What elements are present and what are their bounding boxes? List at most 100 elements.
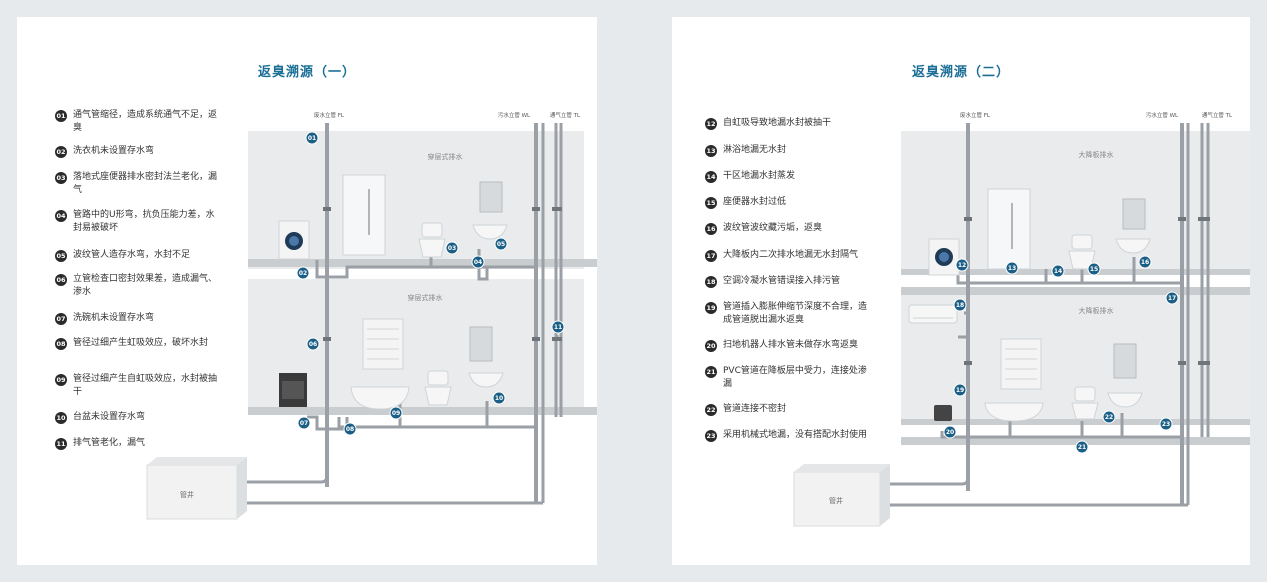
marker-label: 19 xyxy=(956,387,964,394)
marker: 05 xyxy=(494,237,508,251)
legend-badge: 15 xyxy=(705,197,717,209)
legend-item: 11 排气管老化，漏气 xyxy=(55,437,223,450)
legend-item: 01 通气管缩径，造成系统通气不足，返臭 xyxy=(55,109,223,135)
pipe-label-wl: 污水立管 WL xyxy=(1146,111,1179,119)
toilet-lower xyxy=(424,370,452,406)
mirror-upper xyxy=(1122,198,1146,230)
legend-badge: 20 xyxy=(705,340,717,352)
legend-text: 排气管老化，漏气 xyxy=(73,438,146,448)
pipe-label-wl: 污水立管 WL xyxy=(498,111,531,119)
marker-label: 22 xyxy=(1105,414,1113,421)
marker-label: 17 xyxy=(1168,295,1176,302)
marker: 14 xyxy=(1051,264,1065,278)
legend-text: 落地式座便器排水密封法兰老化，漏气 xyxy=(73,172,218,195)
floor-slab-upper xyxy=(248,259,597,267)
marker: 08 xyxy=(343,422,357,436)
legend-text: 座便器水封过低 xyxy=(723,197,787,207)
robot-vacuum-dock xyxy=(934,405,952,421)
sunken-slab-lower-bottom xyxy=(901,437,1250,445)
drain-lines xyxy=(207,249,559,505)
sunken-slab-lower-top xyxy=(901,419,1250,425)
legend-text: 洗衣机未设置存水弯 xyxy=(73,146,155,156)
marker: 03 xyxy=(445,241,459,255)
marker-label: 09 xyxy=(392,410,400,417)
marker-label: 20 xyxy=(946,429,954,436)
marker-label: 14 xyxy=(1054,268,1062,275)
marker-label: 18 xyxy=(956,302,964,309)
legend-text: 自虹吸导致地漏水封被抽干 xyxy=(723,118,832,128)
zone-label-lower: 大降板排水 xyxy=(1079,306,1114,315)
marker: 04 xyxy=(471,255,485,269)
legend-text: 管径过细产生虹吸效应，破坏水封 xyxy=(73,338,209,348)
dishwasher xyxy=(279,373,307,407)
legend-badge: 18 xyxy=(705,276,717,288)
mirror-lower xyxy=(469,326,493,362)
legend-badge: 19 xyxy=(705,302,717,314)
zone-label-lower: 穿层式排水 xyxy=(408,293,443,302)
floor-slab-lower xyxy=(248,407,597,415)
legend-badge: 06 xyxy=(55,274,67,286)
sunken-slab-upper-bottom xyxy=(901,287,1250,295)
legend-text: 淋浴地漏无水封 xyxy=(723,145,787,155)
legend-badge: 17 xyxy=(705,250,717,262)
pipe-fittings xyxy=(964,217,1210,365)
air-conditioner xyxy=(908,304,958,324)
legend-text: PVC管道在降板层中受力，连接处渗漏 xyxy=(723,366,867,389)
marker-label: 07 xyxy=(300,420,308,427)
pipe-well-label: 管井 xyxy=(180,490,194,499)
toilet-lower xyxy=(1071,386,1099,420)
mirror-lower xyxy=(1113,343,1137,379)
toilet-upper xyxy=(418,222,446,258)
risers xyxy=(325,123,563,503)
panel-1-title: 返臭溯源（一） xyxy=(257,65,356,80)
legend-badge: 05 xyxy=(55,250,67,262)
pipe-well: 管井 xyxy=(793,464,890,527)
marker: 20 xyxy=(943,425,957,439)
legend-badge: 11 xyxy=(55,438,67,450)
washbasin-upper xyxy=(1115,238,1151,254)
washbasin-upper xyxy=(472,224,508,240)
marker: 16 xyxy=(1138,255,1152,269)
marker-label: 04 xyxy=(474,259,482,266)
marker: 22 xyxy=(1102,410,1116,424)
legend-text: 管道插入膨胀伸缩节深度不合理，造成管道脱出漏水返臭 xyxy=(723,302,868,325)
washbasin-lower xyxy=(1107,392,1143,408)
marker: 09 xyxy=(389,406,403,420)
legend-badge: 04 xyxy=(55,210,67,222)
marker-label: 01 xyxy=(308,135,316,142)
marker: 07 xyxy=(297,416,311,430)
marker: 12 xyxy=(955,258,969,272)
marker: 21 xyxy=(1075,440,1089,454)
marker: 23 xyxy=(1159,417,1173,431)
legend-badge: 01 xyxy=(55,110,67,122)
marker-label: 11 xyxy=(554,324,562,331)
legend-text: 通气管缩径，造成系统通气不足，返臭 xyxy=(73,110,218,133)
zone-label-upper: 穿层式排水 xyxy=(428,152,463,161)
zone-label-upper: 大降板排水 xyxy=(1079,150,1114,159)
marker-label: 13 xyxy=(1008,265,1016,272)
legend-badge: 14 xyxy=(705,171,717,183)
legend-item: 09 管径过细产生自虹吸效应，水封被抽干 xyxy=(55,373,223,399)
marker-label: 21 xyxy=(1078,444,1086,451)
mirror-upper xyxy=(479,181,503,213)
pipe-label-tl: 通气立管 TL xyxy=(550,111,581,119)
pipe-fittings xyxy=(323,207,562,341)
marker: 18 xyxy=(953,298,967,312)
marker-label: 06 xyxy=(309,341,317,348)
marker-label: 12 xyxy=(958,262,966,269)
marker-label: 05 xyxy=(497,241,505,248)
legend-text: 管径过细产生自虹吸效应，水封被抽干 xyxy=(73,374,218,397)
legend-text: 波纹管波纹藏污垢，返臭 xyxy=(723,223,823,233)
plumbing-diagram-1: 穿层式排水 穿层式排水 废水立管 FL 污水立管 WL 通气立管 TL xyxy=(146,111,597,520)
legend-text: 采用机械式地漏，没有搭配水封使用 xyxy=(723,430,868,440)
legend-badge: 09 xyxy=(55,374,67,386)
